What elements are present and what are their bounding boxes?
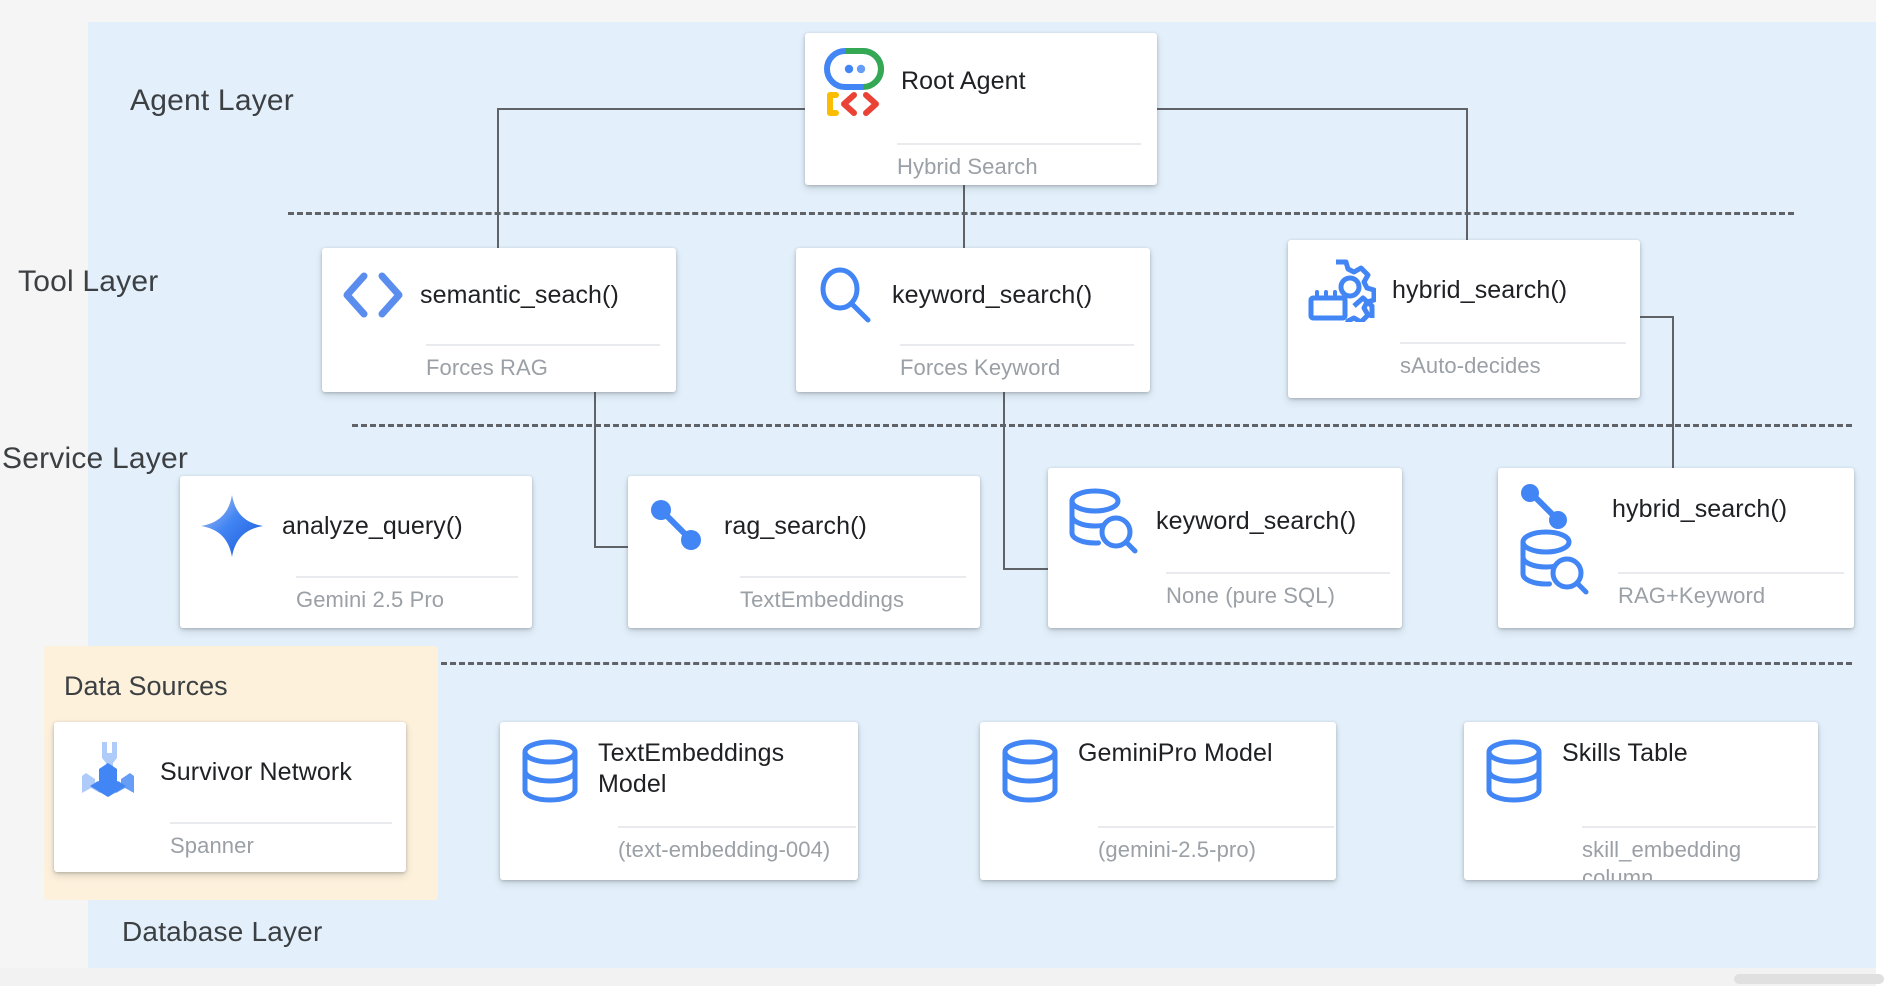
database-icon [518,738,582,804]
card-divider [296,576,518,578]
card-divider [1618,572,1844,574]
connector-agent-to-hybrid [1466,108,1468,248]
card-title: GeminiPro Model [1078,739,1273,767]
card-subtitle: TextEmbeddings [740,587,905,612]
spanner-icon [72,736,144,808]
card-keyword-search-service[interactable]: keyword_search() None (pure SQL) [1048,468,1402,628]
code-brackets-icon [340,270,404,320]
card-divider [897,143,1141,145]
card-divider [1582,826,1816,828]
gear-settings-icon [1306,258,1376,322]
card-subtitle: Hybrid Search [897,154,1038,179]
card-title: Skills Table [1562,739,1688,767]
connector-keyword-to-service-v [1003,350,1005,570]
card-title: semantic_seach() [420,280,619,309]
data-sources-label: Data Sources [64,671,228,701]
card-subtitle: skill_embedding column [1582,837,1742,880]
database-icon [1482,738,1546,804]
card-divider [170,822,392,824]
card-divider [426,344,660,346]
card-hybrid-search-tool[interactable]: hybrid_search() sAuto-decides [1288,240,1640,398]
card-title: rag_search() [724,511,867,540]
card-semantic-search-tool[interactable]: semantic_seach() Forces RAG [322,248,676,392]
card-subtitle: Gemini 2.5 Pro [296,587,445,612]
connector-agent-to-semantic [497,108,499,248]
layer-label-agent: Agent Layer [130,84,294,117]
card-divider [740,576,966,578]
card-title: hybrid_search() [1392,275,1568,304]
layer-label-tool: Tool Layer [18,265,159,298]
scroll-indicator[interactable] [1734,974,1884,984]
layer-label-database: Database Layer [122,916,323,947]
card-divider [1400,342,1626,344]
card-title: Survivor Network [160,757,352,786]
magnifier-icon [814,267,876,323]
card-subtitle: Spanner [170,833,254,858]
card-keyword-search-tool[interactable]: keyword_search() Forces Keyword [796,248,1150,392]
card-title: Root Agent [901,66,1026,95]
vector-link-icon [646,495,708,557]
database-search-icon [1066,486,1140,556]
separator-tool-service [352,424,1852,427]
card-title: keyword_search() [892,280,1093,309]
card-skills-table[interactable]: Skills Table skill_embedding column [1464,722,1818,880]
card-subtitle: None (pure SQL) [1166,583,1336,608]
card-subtitle: (text-embedding-004) [618,837,831,862]
card-analyze-query-service[interactable]: analyze_query() Gemini 2.5 Pro [180,476,532,628]
card-divider [1166,572,1390,574]
card-title: hybrid_search() [1612,495,1788,523]
database-icon [998,738,1062,804]
card-title: analyze_query() [282,511,463,540]
card-subtitle: RAG+Keyword [1618,583,1766,608]
card-divider [1098,826,1334,828]
card-rag-search-service[interactable]: rag_search() TextEmbeddings [628,476,980,628]
hybrid-combo-icon [1516,480,1596,598]
card-root-agent[interactable]: Root Agent Hybrid Search [805,33,1157,185]
connector-hybrid-to-service-h [1638,316,1674,318]
connector-keyword-to-service-h [1003,568,1049,570]
card-geminipro-model[interactable]: GeminiPro Model (gemini-2.5-pro) [980,722,1336,880]
separator-service-database [432,662,1852,665]
card-divider [618,826,856,828]
adk-robot-icon [823,45,885,117]
separator-agent-tool [288,212,1794,215]
card-subtitle: (gemini-2.5-pro) [1098,837,1257,862]
connector-semantic-to-rag-v [594,350,596,548]
card-subtitle: Forces Keyword [900,355,1061,380]
card-divider [900,344,1134,346]
gemini-sparkle-icon [198,492,266,560]
bottom-strip [0,968,1890,986]
right-strip [1876,0,1890,986]
card-subtitle: sAuto-decides [1400,353,1541,378]
card-textembeddings-model[interactable]: TextEmbeddings Model (text-embedding-004… [500,722,858,880]
connector-hybrid-to-service-v [1672,316,1674,470]
card-subtitle: Forces RAG [426,355,549,380]
connector-semantic-to-rag-h [594,546,628,548]
layer-label-service: Service Layer [2,442,189,475]
card-survivor-network[interactable]: Survivor Network Spanner [54,722,406,872]
card-title: TextEmbeddings Model [598,739,785,798]
card-title: keyword_search() [1156,506,1357,535]
card-hybrid-search-service[interactable]: hybrid_search() RAG+Keyword [1498,468,1854,628]
